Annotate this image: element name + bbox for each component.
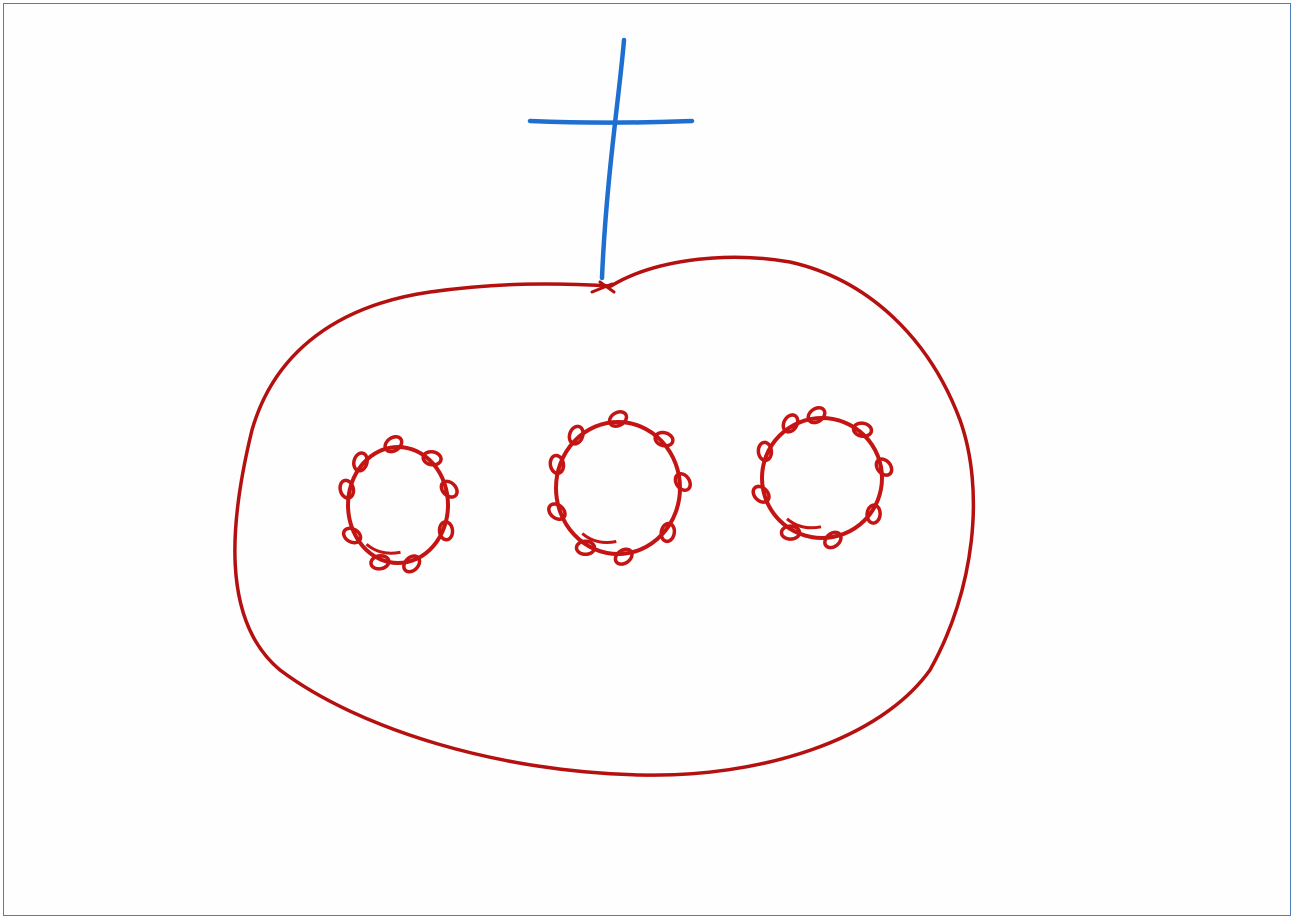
cross-horizontal-stroke: [530, 121, 692, 123]
loop-ring-middle-loop: [672, 471, 693, 493]
loop-ring-middle-loop: [607, 409, 629, 429]
loop-ring-right-loop: [780, 412, 800, 434]
loop-ring-left: [338, 434, 460, 575]
loop-ring-middle-loop: [613, 546, 635, 567]
loop-rings: [338, 405, 895, 575]
loop-ring-left-loop: [438, 478, 460, 500]
loop-ring-right: [750, 405, 895, 551]
cross-vertical-stroke: [602, 40, 624, 278]
loop-ring-left-loop: [352, 452, 369, 473]
loop-ring-left-loop: [341, 525, 363, 545]
cross-icon: [530, 40, 692, 278]
loop-ring-left-loop: [382, 434, 404, 455]
outer-oval: [235, 257, 974, 775]
loop-ring-right-loop: [873, 456, 895, 478]
loop-ring-middle-loop: [567, 424, 585, 445]
loop-ring-middle-loop: [654, 431, 675, 448]
loop-ring-middle: [546, 409, 693, 567]
loop-ring-right-loop: [822, 529, 844, 551]
loop-ring-right-loop: [805, 405, 827, 426]
